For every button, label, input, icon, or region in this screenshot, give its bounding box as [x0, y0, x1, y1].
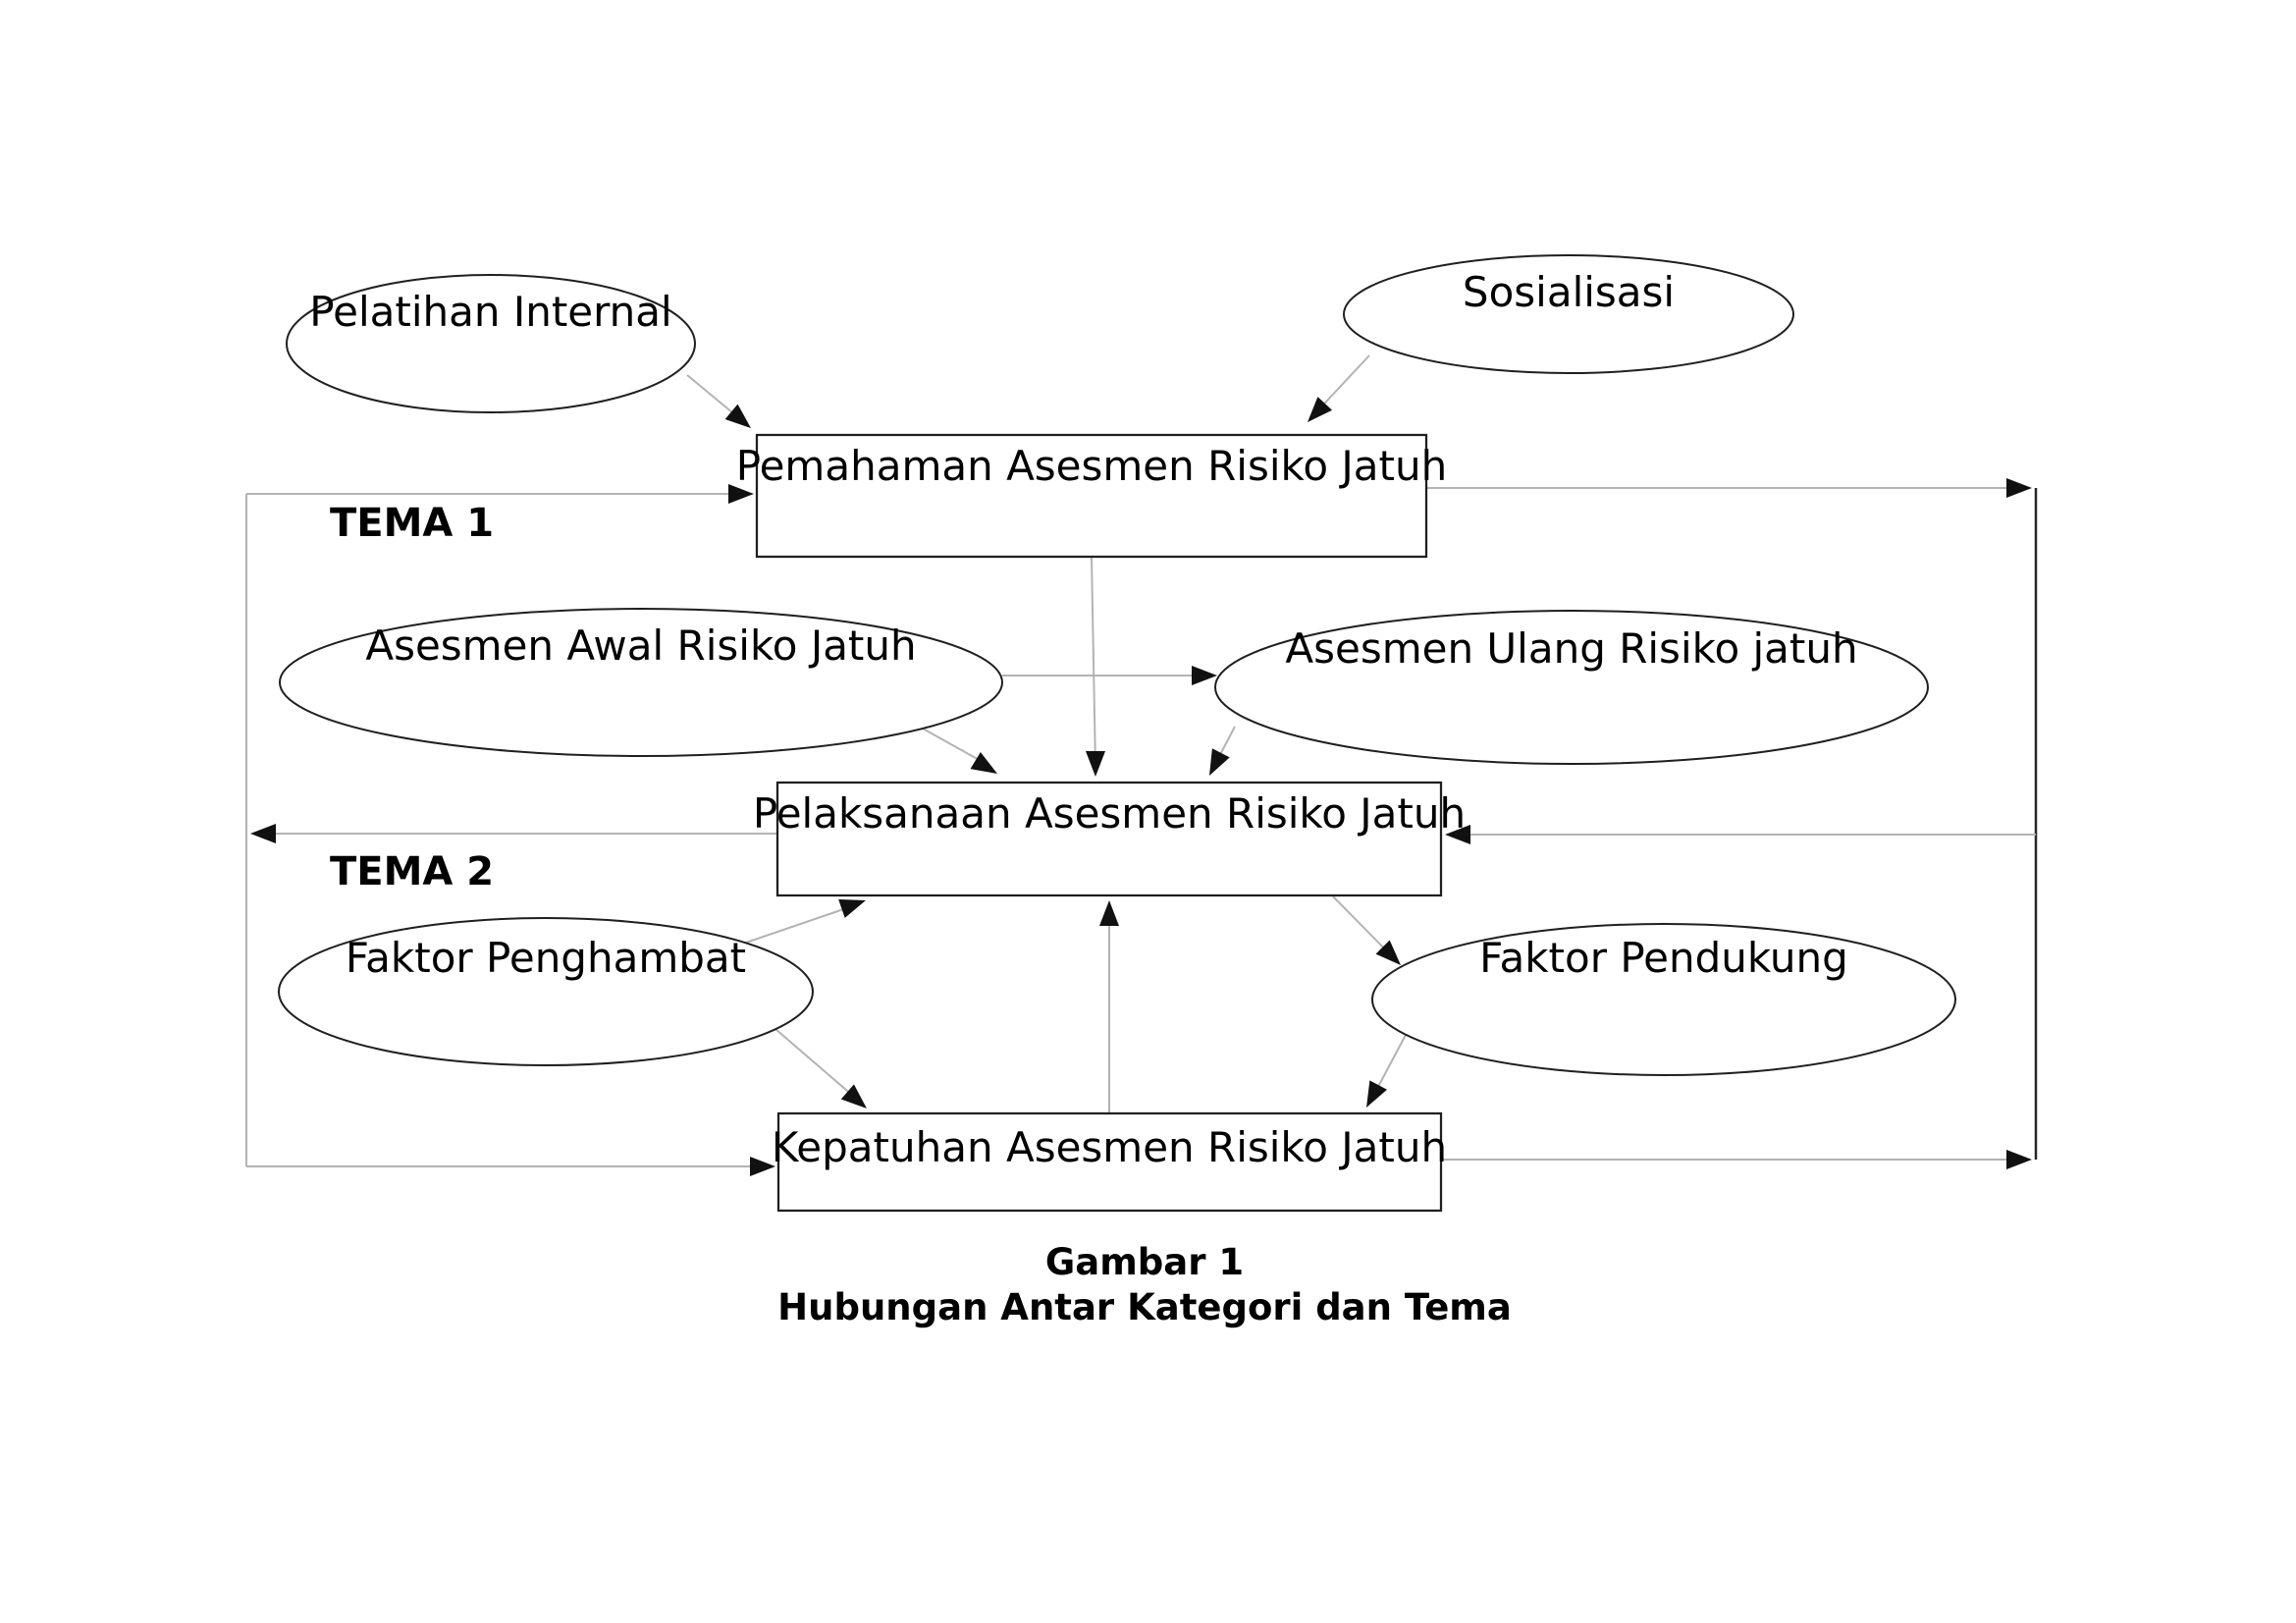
arrowhead-sosialisasi-pemahaman: [1308, 397, 1333, 422]
arrowhead-into-kepatuhan-left: [750, 1157, 775, 1176]
arrowhead-at-rightframe-top: [2006, 478, 2032, 498]
node-asesmen-ulang: Asesmen Ulang Risiko jatuh: [1214, 610, 1929, 765]
asesmen-ulang-ellipse: [1214, 610, 1929, 765]
diagonal-connectors: [686, 354, 1407, 1109]
pelatihan-internal-ellipse: [286, 274, 696, 413]
pelaksanaan-box: [775, 781, 1443, 897]
node-faktor-pendukung: Faktor Pendukung: [1371, 923, 1956, 1076]
faktor-penghambat-label: Faktor Penghambat: [346, 934, 746, 982]
caption-line1: Gambar 1: [1045, 1241, 1244, 1283]
pelatihan-internal-label: Pelatihan Internal: [309, 288, 671, 336]
arrowhead-ulang-pelaksanaan: [1209, 748, 1230, 776]
asesmen-awal-ellipse: [279, 608, 1003, 757]
node-pelaksanaan: Pelaksanaan Asesmen Risiko Jatuh: [753, 781, 1466, 897]
connector-pemahaman-to-pelaksanaan: [1091, 556, 1096, 769]
arrowhead-into-pelaksanaan-right: [1445, 825, 1470, 844]
node-sosialisasi: Sosialisasi: [1343, 254, 1794, 374]
kepatuhan-label: Kepatuhan Asesmen Risiko Jatuh: [772, 1123, 1447, 1171]
arrowhead-penghambat-pelaksanaan: [838, 899, 866, 918]
arrowhead-pelatihan-pemahaman: [724, 404, 751, 428]
asesmen-ulang-label: Asesmen Ulang Risiko jatuh: [1285, 624, 1857, 673]
arrowhead-into-pelaksanaan-bottom-center: [1099, 900, 1119, 926]
sosialisasi-label: Sosialisasi: [1463, 268, 1675, 316]
tema-2-label: TEMA 2: [330, 849, 494, 894]
pemahaman-label: Pemahaman Asesmen Risiko Jatuh: [736, 442, 1447, 490]
connector-penghambat-to-pelaksanaan: [745, 903, 859, 944]
arrowhead-at-leftframe: [250, 824, 276, 843]
faktor-pendukung-ellipse: [1371, 923, 1956, 1076]
node-asesmen-awal: Asesmen Awal Risiko Jatuh: [279, 608, 1003, 757]
arrowhead-pendukung-kepatuhan: [1366, 1080, 1388, 1108]
asesmen-awal-label: Asesmen Awal Risiko Jatuh: [365, 622, 916, 670]
arrowhead-into-pemahaman-left: [728, 484, 754, 504]
faktor-pendukung-label: Faktor Pendukung: [1479, 934, 1848, 982]
caption: Gambar 1 Hubungan Antar Kategori dan Tem…: [777, 1241, 1512, 1328]
faktor-penghambat-ellipse: [278, 917, 814, 1066]
pemahaman-box: [755, 433, 1428, 559]
node-pemahaman: Pemahaman Asesmen Risiko Jatuh: [736, 433, 1447, 559]
frame-lines: [245, 478, 2038, 1176]
arrowhead-awal-ulang: [1192, 666, 1217, 685]
node-pelatihan-internal: Pelatihan Internal: [286, 274, 696, 413]
node-faktor-penghambat: Faktor Penghambat: [278, 917, 814, 1066]
arrowhead-penghambat-kepatuhan: [840, 1084, 867, 1109]
arrowhead-pelaksanaan-pendukung: [1375, 940, 1401, 965]
arrowhead-at-rightframe-bottom: [2006, 1150, 2032, 1169]
node-kepatuhan: Kepatuhan Asesmen Risiko Jatuh: [772, 1111, 1447, 1213]
caption-line2: Hubungan Antar Kategori dan Tema: [777, 1286, 1512, 1328]
arrowhead-awal-pelaksanaan: [970, 752, 997, 774]
tema-1-label: TEMA 1: [330, 501, 494, 546]
connector-penghambat-to-kepatuhan: [774, 1028, 862, 1104]
center-connectors: [1086, 556, 1119, 1113]
pelaksanaan-label: Pelaksanaan Asesmen Risiko Jatuh: [753, 789, 1466, 838]
kepatuhan-box: [776, 1111, 1443, 1213]
arrowhead-into-pelaksanaan-top-center: [1086, 751, 1105, 777]
sosialisasi-ellipse: [1343, 254, 1794, 374]
